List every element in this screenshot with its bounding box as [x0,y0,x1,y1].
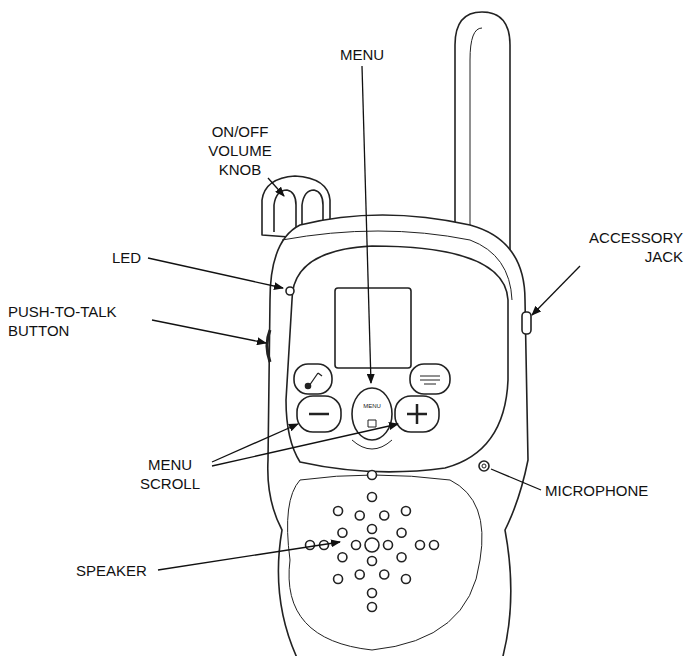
speaker-hole [397,528,406,537]
speaker-hole [365,538,379,552]
speaker-hole [368,603,377,612]
menu-button [352,388,392,440]
speaker-hole [368,525,377,534]
accessory-jack [522,312,531,334]
speaker-hole [306,541,315,550]
speaker-hole [368,493,377,502]
callout-label: ACCESSORY JACK [575,228,683,266]
callout-label: MICROPHONE [545,481,665,500]
display [335,288,411,368]
callout-label: MENU SCROLL [128,455,212,493]
callout-label: PUSH-TO-TALK BUTTON [8,302,158,340]
speaker-hole [397,553,406,562]
speaker-hole [352,541,361,550]
speaker-hole [401,574,410,583]
speaker-hole [384,541,393,550]
speaker-hole [430,541,439,550]
speaker-hole [355,570,364,579]
plus-button [395,396,439,432]
speaker-hole [380,511,389,520]
microphone [479,461,489,471]
speaker-hole [338,528,347,537]
callout-label: ON/OFF VOLUME KNOB [190,122,290,179]
speaker-hole [368,557,377,566]
speaker-panel [288,475,482,650]
speaker-hole [368,589,377,598]
callout-label: SPEAKER [76,561,166,580]
speaker-hole [338,553,347,562]
button-text: MENU [357,403,387,410]
speaker-hole [334,574,343,583]
leader-lines [148,66,580,570]
speaker-hole [380,570,389,579]
callout-label: LED [112,248,152,267]
speaker-hole [368,471,377,480]
face-panel [286,246,508,472]
monitor-button [410,364,450,394]
speaker-hole [401,507,410,516]
minus-button [297,396,341,432]
led [286,287,294,295]
speaker-hole [416,541,425,550]
speaker-hole [334,507,343,516]
radio-housing [268,215,528,656]
speaker-hole [355,511,364,520]
speaker-grille [306,471,439,612]
ptt-button [267,330,270,362]
call-button [294,364,332,394]
callout-label: MENU [332,45,392,64]
